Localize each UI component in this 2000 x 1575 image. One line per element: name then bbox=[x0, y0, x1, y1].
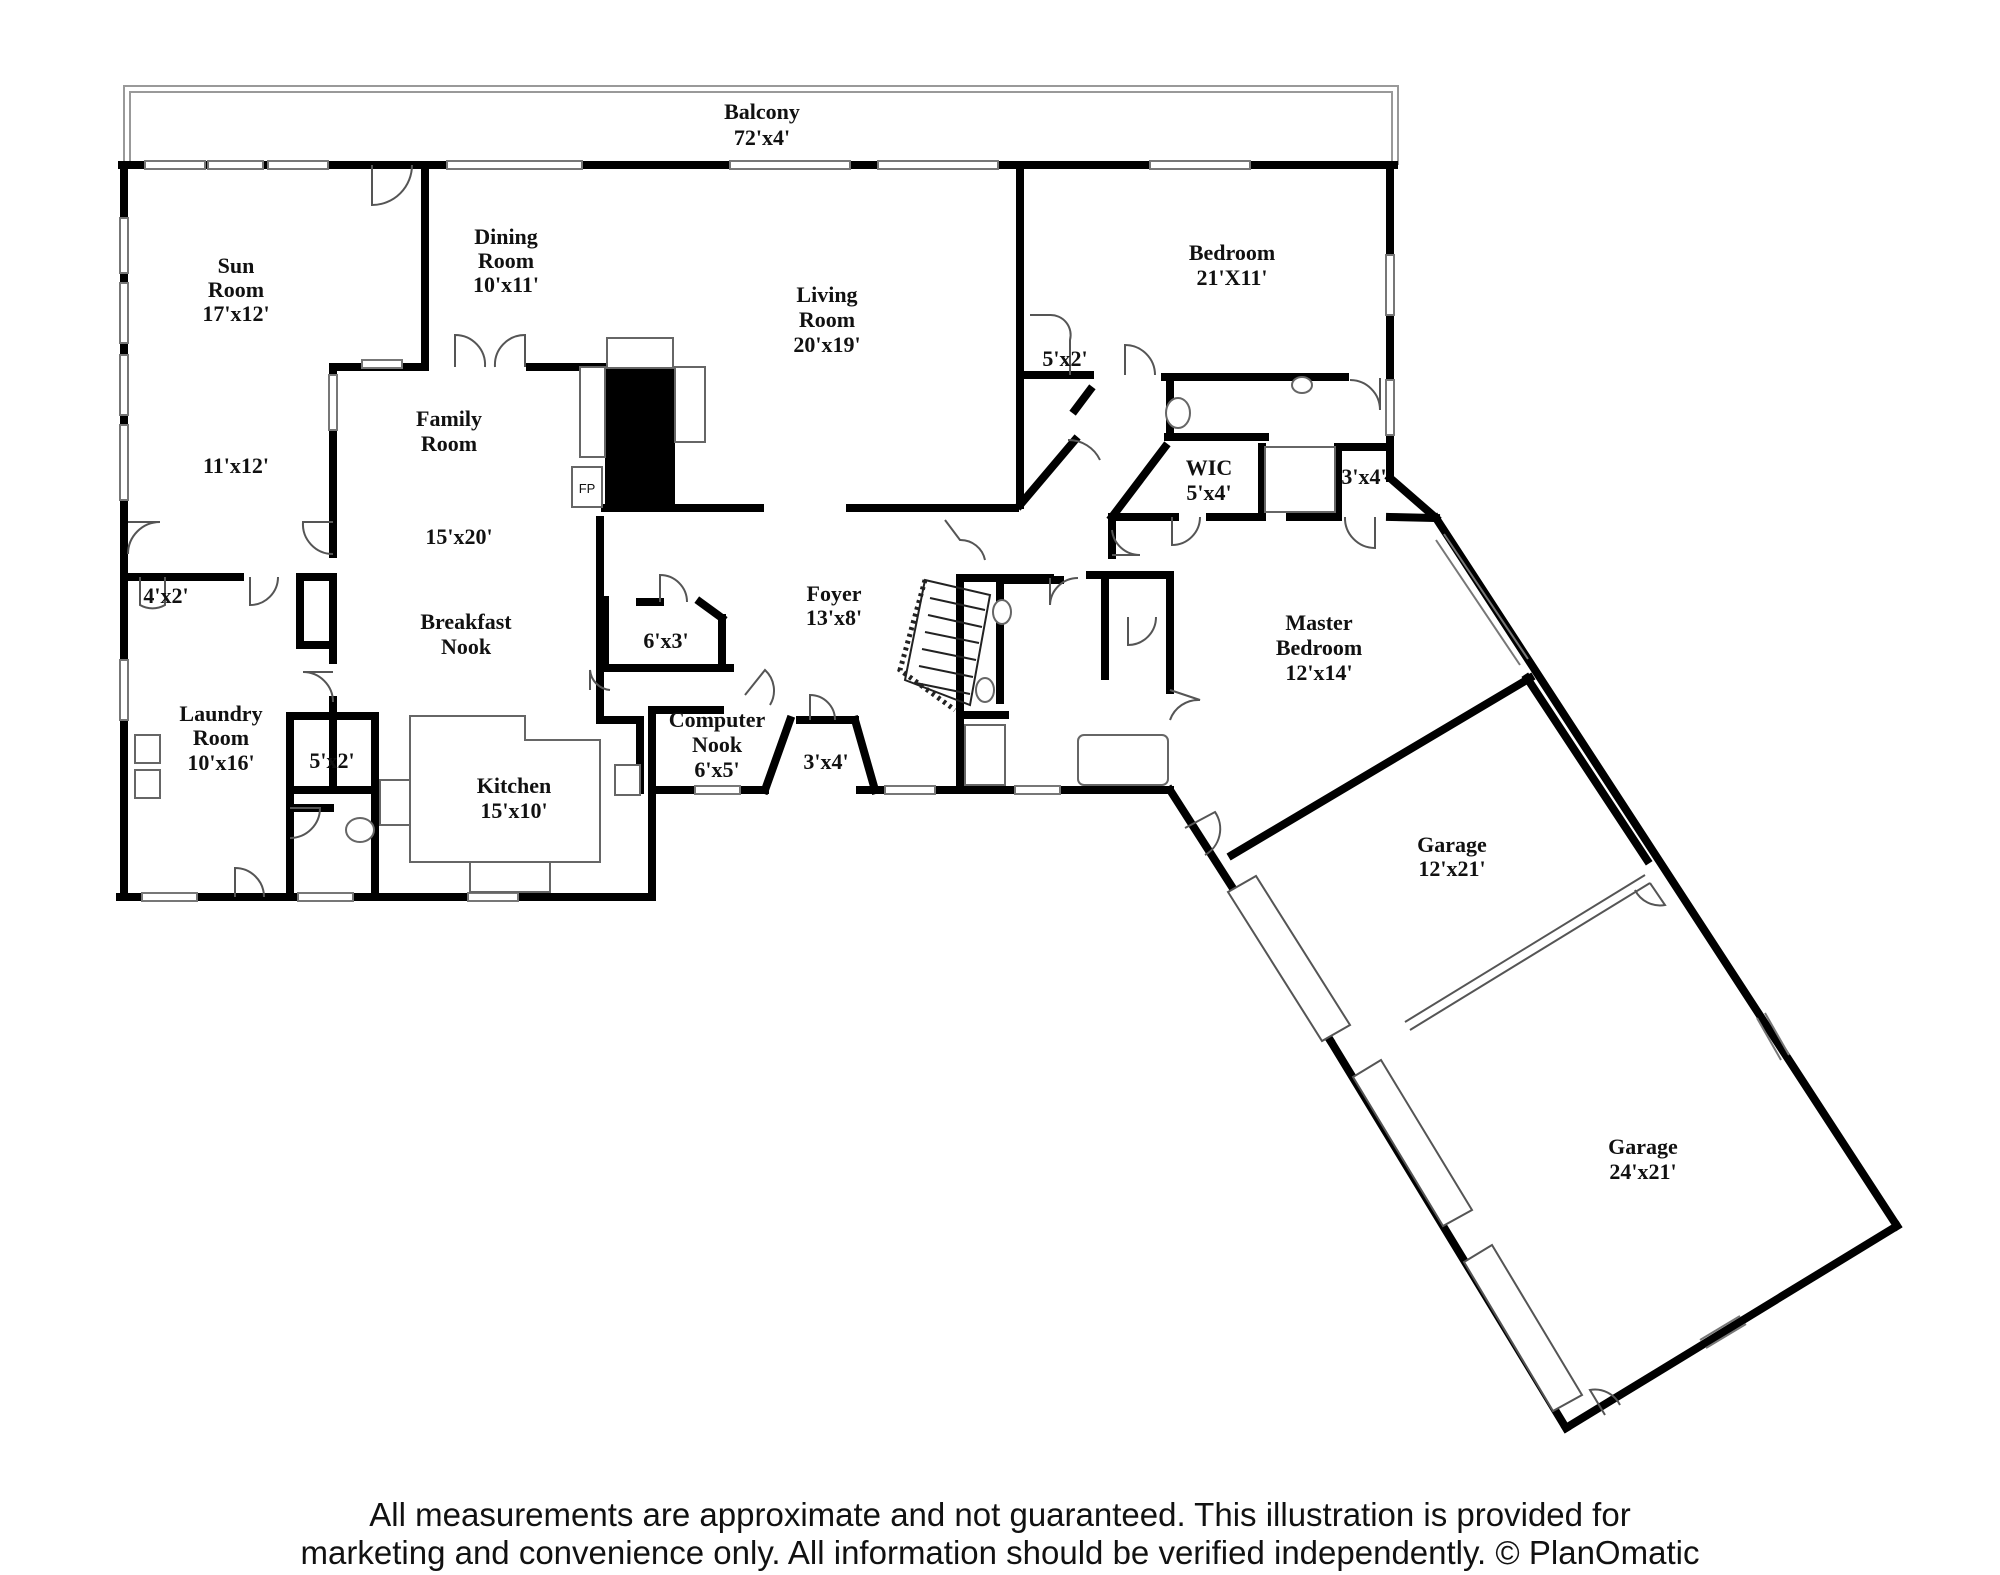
bedroom-dims: 21'X11' bbox=[1197, 265, 1268, 290]
closet-5x2-dims: 5'x2' bbox=[309, 748, 354, 773]
disclaimer: All measurements are approximate and not… bbox=[0, 1496, 2000, 1572]
fireplace: FP bbox=[571, 337, 706, 508]
sun-room-label-2: Room bbox=[208, 277, 264, 302]
sun-room-lower-dims: 11'x12' bbox=[203, 453, 269, 478]
computer-nook-dims: 6'x5' bbox=[694, 757, 739, 782]
family-room-label: Family bbox=[416, 406, 482, 431]
windows bbox=[119, 160, 1790, 1349]
foyer-label: Foyer bbox=[807, 581, 862, 606]
bedroom-label: Bedroom bbox=[1189, 240, 1275, 265]
bedroom-closet-dims: 5'x2' bbox=[1042, 346, 1087, 371]
family-room-label-2: Room bbox=[421, 431, 477, 456]
living-room-label-2: Room bbox=[799, 307, 855, 332]
entry-3x4-dims: 3'x4' bbox=[803, 749, 848, 774]
sun-room-dims: 17'x12' bbox=[202, 301, 269, 326]
master-bedroom-label-2: Bedroom bbox=[1276, 635, 1362, 660]
closet-6x3-dims: 6'x3' bbox=[643, 628, 688, 653]
living-room-dims: 20'x19' bbox=[793, 332, 860, 357]
wic-label: WIC bbox=[1186, 455, 1232, 480]
balcony-label: Balcony bbox=[724, 99, 800, 124]
garage-small-label: Garage bbox=[1417, 832, 1487, 857]
foyer-dims: 13'x8' bbox=[806, 605, 862, 630]
disclaimer-line-1: All measurements are approximate and not… bbox=[369, 1496, 1631, 1533]
family-room-dims: 15'x20' bbox=[425, 524, 492, 549]
stairs bbox=[897, 578, 992, 713]
closet-3x4-dims: 3'x4' bbox=[1341, 464, 1386, 489]
fireplace-label: FP bbox=[579, 481, 596, 496]
kitchen-label: Kitchen bbox=[477, 773, 552, 798]
fixtures bbox=[134, 376, 1336, 893]
laundry-room-label-2: Room bbox=[193, 725, 249, 750]
living-room-label: Living bbox=[796, 282, 857, 307]
balcony-outline bbox=[123, 85, 1399, 165]
room-labels: Balcony 72'x4' Sun Room 17'x12' 11'x12' … bbox=[143, 99, 1678, 1184]
computer-nook-label: Computer bbox=[669, 707, 766, 732]
kitchen-dims: 15'x10' bbox=[480, 798, 547, 823]
dining-room-label-2: Room bbox=[478, 248, 534, 273]
closet-4x2-dims: 4'x2' bbox=[143, 583, 188, 608]
master-bedroom-label: Master bbox=[1285, 610, 1352, 635]
dining-room-dims: 10'x11' bbox=[473, 272, 539, 297]
garage-small-dims: 12'x21' bbox=[1418, 856, 1485, 881]
balcony-dims: 72'x4' bbox=[734, 125, 790, 150]
dining-room-label: Dining bbox=[474, 224, 538, 249]
breakfast-nook-label: Breakfast bbox=[420, 609, 512, 634]
garage-large-dims: 24'x21' bbox=[1609, 1159, 1676, 1184]
computer-nook-label-2: Nook bbox=[692, 732, 743, 757]
garage-large-label: Garage bbox=[1608, 1134, 1678, 1159]
laundry-room-label: Laundry bbox=[179, 701, 262, 726]
wic-dims: 5'x4' bbox=[1186, 480, 1231, 505]
doors bbox=[127, 164, 1667, 1416]
breakfast-nook-label-2: Nook bbox=[441, 634, 492, 659]
disclaimer-line-2: marketing and convenience only. All info… bbox=[300, 1534, 1700, 1571]
garage-doors bbox=[1226, 874, 1651, 1413]
master-bedroom-dims: 12'x14' bbox=[1285, 660, 1352, 685]
laundry-room-dims: 10'x16' bbox=[187, 750, 254, 775]
sun-room-label: Sun bbox=[218, 253, 255, 278]
